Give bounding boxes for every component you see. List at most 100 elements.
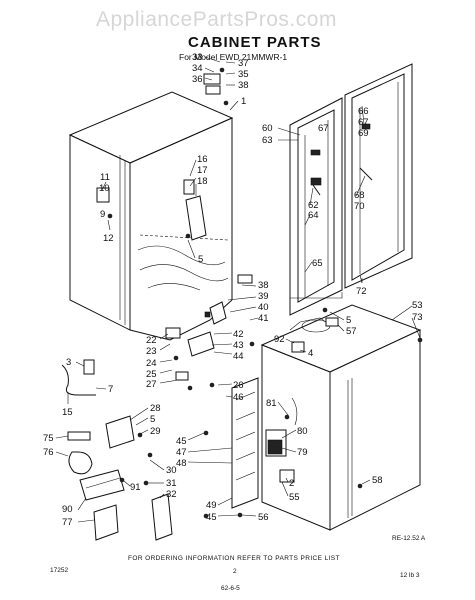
inner-liner [260, 304, 422, 531]
page-number: 2 [233, 568, 237, 575]
callout-79: 79 [297, 447, 308, 458]
part-92 [291, 341, 305, 353]
callout-39: 39 [258, 291, 269, 302]
callout-60: 60 [262, 123, 273, 134]
callout-labels: 33 34 36 37 35 38 1 11 10 9 12 16 17 18 … [43, 52, 423, 528]
callout-43: 43 [233, 340, 244, 351]
callout-53: 53 [412, 300, 423, 311]
callout-37: 37 [238, 58, 249, 69]
diagram-subtitle: For Model EWD 21MMWR-1 [179, 52, 287, 62]
callout-18: 18 [197, 176, 208, 187]
hinge-75 [67, 431, 91, 441]
callout-69: 69 [358, 128, 369, 139]
callout-2: 2 [289, 478, 294, 489]
cabinet-shell [68, 73, 234, 341]
callout-26: 26 [233, 380, 244, 391]
leader-lines [55, 56, 421, 523]
clip-3 [83, 359, 95, 375]
callout-75: 75 [43, 433, 54, 444]
callout-66: 66 [358, 106, 369, 117]
callout-81: 81 [266, 398, 277, 409]
figure-code: RE-12.52 A [392, 535, 426, 542]
callout-57: 57 [346, 326, 357, 337]
callout-4: 4 [308, 348, 313, 359]
callout-35: 35 [238, 69, 249, 80]
callout-15: 15 [62, 407, 73, 418]
callout-56: 56 [258, 512, 269, 523]
drain-tube-15 [61, 364, 96, 396]
door-stop-bracket [183, 179, 195, 195]
callout-11: 11 [100, 172, 110, 183]
callout-46: 46 [233, 392, 244, 403]
door-stop-part [310, 149, 321, 156]
callout-5-right: 5 [346, 315, 351, 326]
callout-47: 47 [176, 447, 187, 458]
callout-30: 30 [166, 465, 177, 476]
door-gasket-fresh-food [344, 63, 413, 289]
callout-63: 63 [262, 135, 273, 146]
callout-12: 12 [103, 233, 114, 244]
callout-48: 48 [176, 458, 187, 469]
callout-9: 9 [100, 209, 105, 220]
callout-64: 64 [308, 210, 319, 221]
callout-77: 77 [62, 517, 73, 528]
callout-42: 42 [233, 329, 244, 340]
door-closer-part [310, 177, 322, 186]
callout-58: 58 [372, 475, 383, 486]
callout-16: 16 [197, 154, 208, 165]
evaporator-panel [231, 377, 259, 509]
callout-36: 36 [192, 74, 203, 85]
callout-32: 32 [166, 489, 177, 500]
callout-65: 65 [312, 258, 323, 269]
bracket-43 [187, 331, 215, 357]
callout-33: 33 [192, 52, 203, 63]
callout-17: 17 [197, 165, 208, 176]
hinge-bracket-18 [185, 195, 207, 241]
callout-68: 68 [354, 190, 365, 201]
motor-mount-28 [105, 415, 135, 449]
watermark: AppliancePartsPros.com [96, 8, 337, 31]
callout-76: 76 [43, 447, 54, 458]
callout-25: 25 [146, 369, 157, 380]
callout-49: 49 [206, 500, 217, 511]
callout-80: 80 [297, 426, 308, 437]
bracket-40 [209, 301, 227, 325]
callout-40: 40 [258, 302, 269, 313]
callout-28: 28 [150, 403, 161, 414]
hinge-pin-part [361, 123, 371, 130]
bracket-38 [237, 274, 253, 284]
callout-3: 3 [66, 357, 71, 368]
plate-32 [151, 493, 173, 541]
callout-23: 23 [146, 346, 157, 357]
roller-22 [165, 327, 181, 339]
corner-code-right: 12 lb 3 [400, 572, 420, 579]
corner-code-left: 17252 [50, 567, 68, 574]
callout-31: 31 [166, 478, 177, 489]
callout-10: 10 [99, 183, 110, 194]
diagram-title: CABINET PARTS [188, 34, 322, 51]
callout-92: 92 [274, 334, 285, 345]
callout-22: 22 [146, 335, 157, 346]
callout-67-left: 67 [318, 123, 329, 134]
callout-5-mid: 5 [150, 414, 155, 425]
callout-91: 91 [130, 482, 141, 493]
callout-62: 62 [308, 200, 319, 211]
callout-1: 1 [241, 96, 246, 107]
callout-5-left: 5 [198, 254, 203, 265]
bottom-code: 62-6-5 [221, 585, 240, 592]
callout-70: 70 [354, 201, 365, 212]
screws [107, 67, 423, 519]
cover-77 [93, 504, 119, 541]
door-gasket-freezer [289, 97, 343, 316]
callout-29: 29 [150, 426, 161, 437]
callout-24: 24 [146, 358, 157, 369]
callout-44: 44 [233, 351, 244, 362]
callout-55: 55 [289, 492, 300, 503]
callout-45-bottom: 45 [206, 512, 217, 523]
toe-grille-90 [79, 469, 125, 501]
callout-73: 73 [412, 312, 423, 323]
clip-27 [175, 371, 189, 381]
callout-7: 7 [108, 384, 113, 395]
roller-76 [68, 451, 93, 475]
